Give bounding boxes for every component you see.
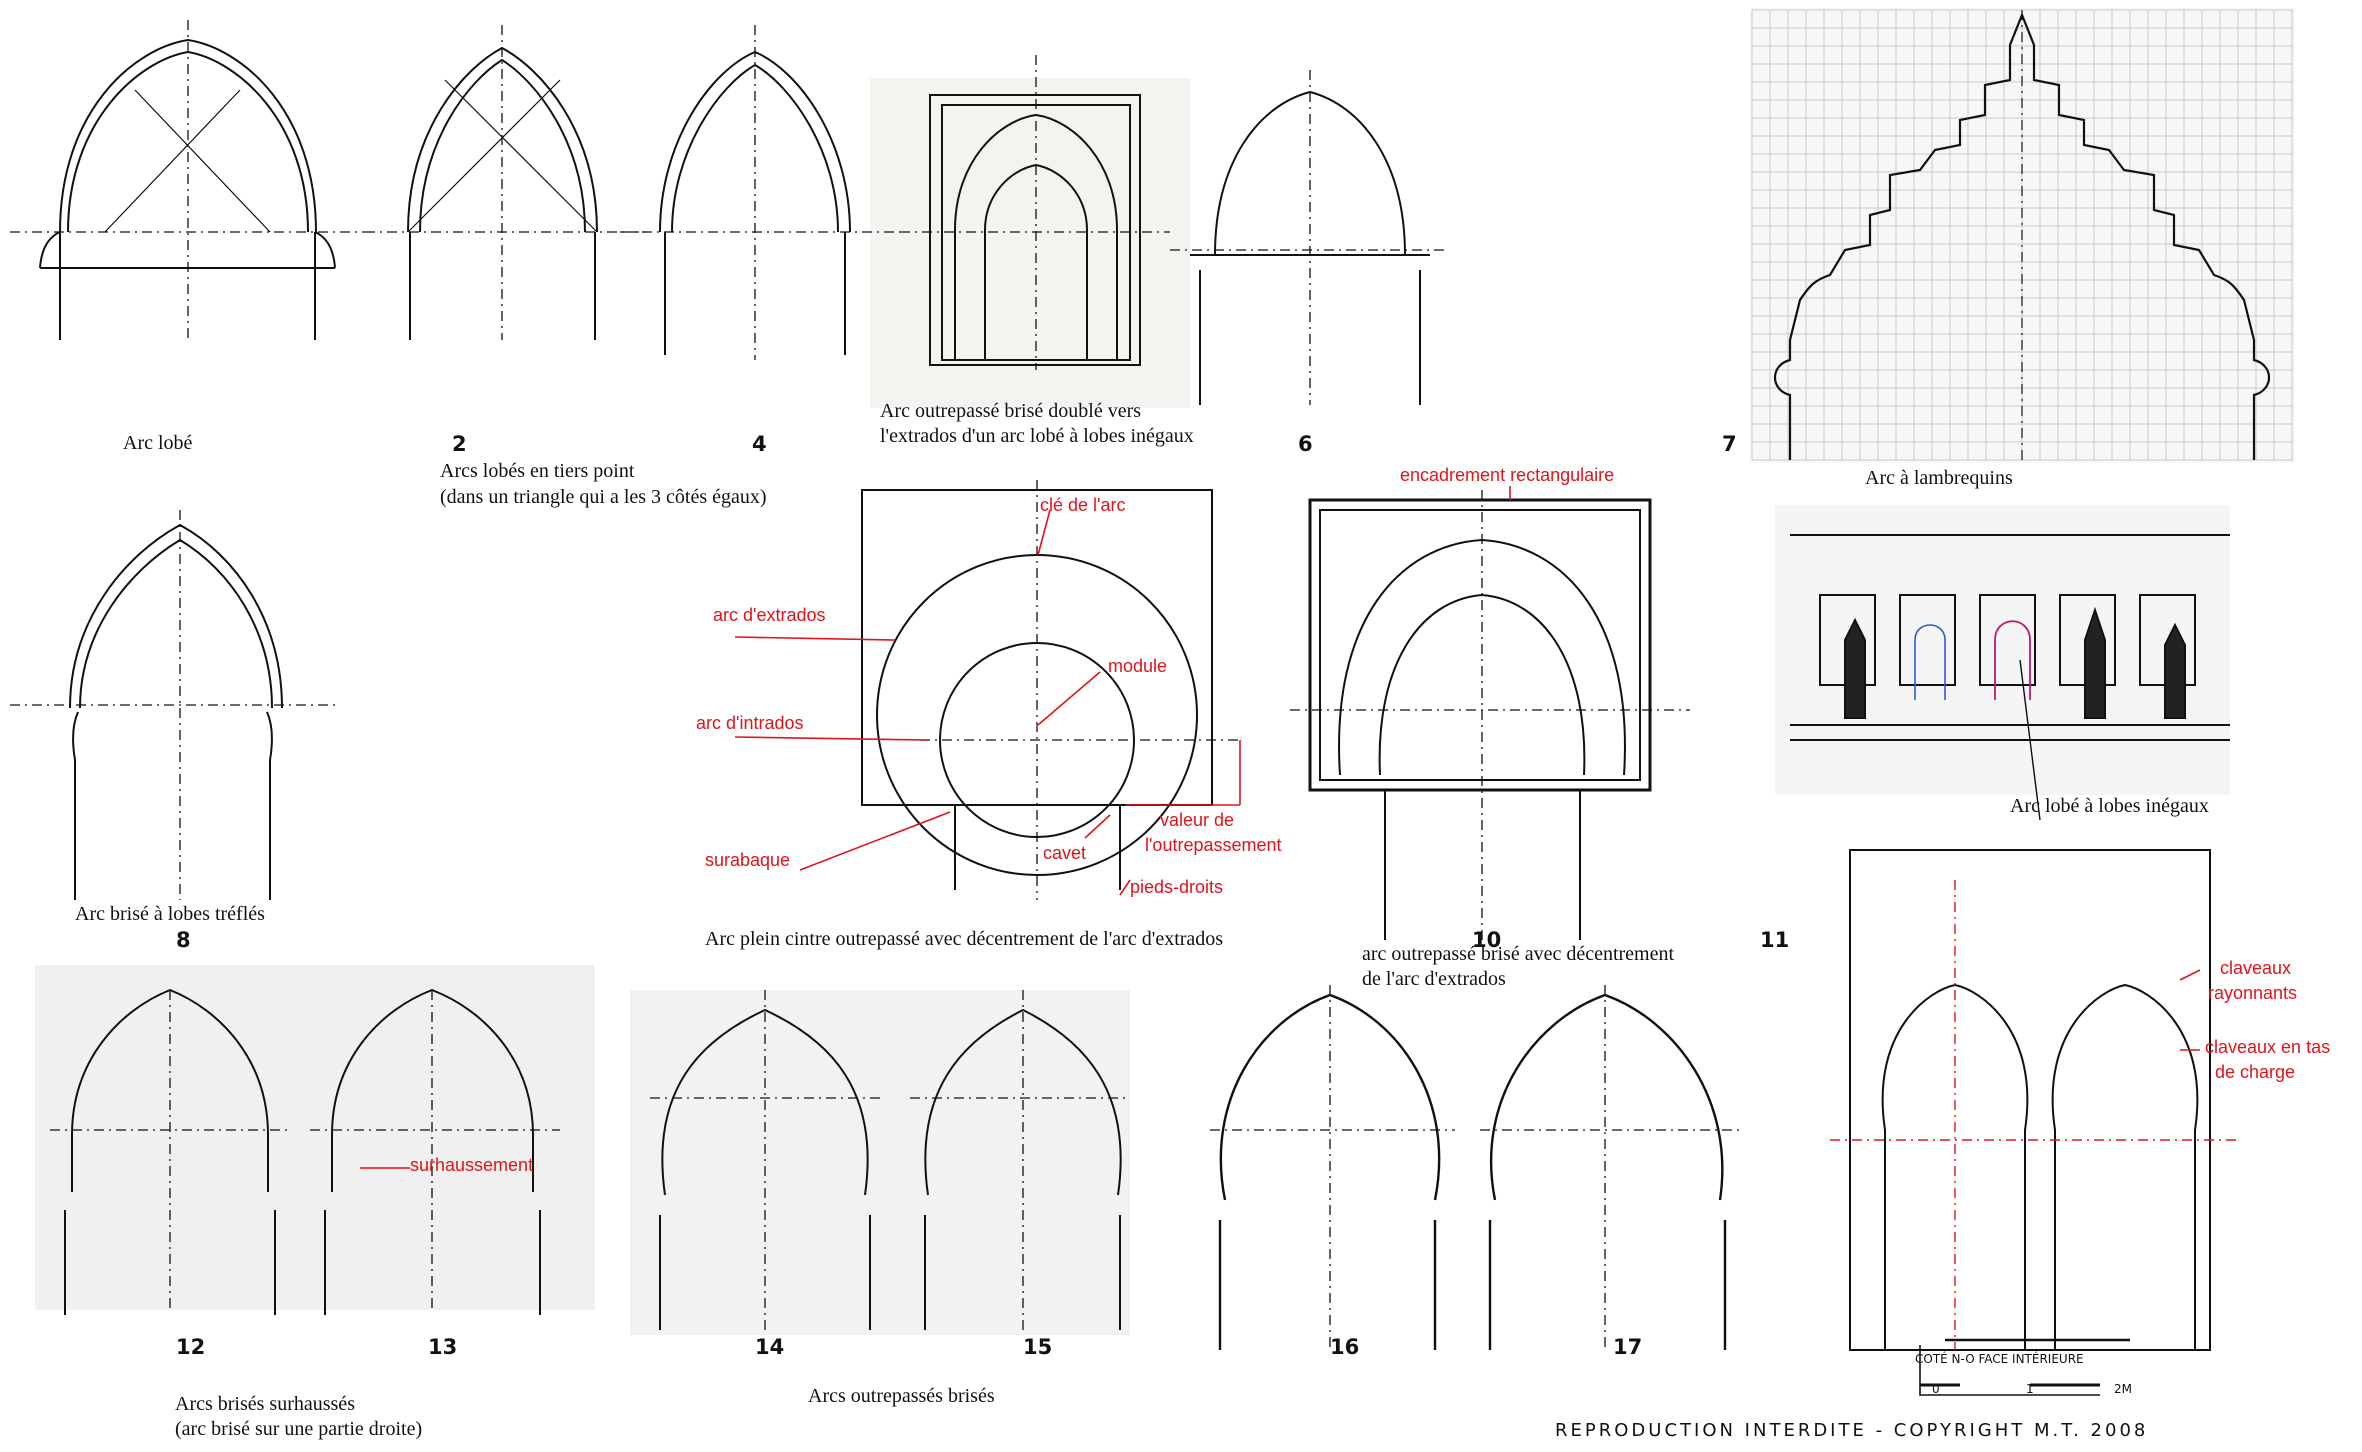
annotation-cavet: cavet xyxy=(1043,843,1087,863)
annotation-extrados: arc d'extrados xyxy=(713,605,826,625)
arch-11-red-pointers xyxy=(2179,969,2201,1051)
caption-outrepasse-double-2: l'extrados d'un arc lobé à lobes inégaux xyxy=(880,425,1194,447)
scale-caption: COTÉ N-O FACE INTÉRIEURE xyxy=(1915,1352,2084,1366)
arch-6-lobed xyxy=(1170,70,1445,405)
caption-arcs-lobes-tiers-2: (dans un triangle qui a les 3 côtés égau… xyxy=(440,486,767,508)
arch-8-trefoil xyxy=(10,510,340,900)
arch-5-double xyxy=(900,55,1170,370)
annotation-valeur-1: valeur de xyxy=(1160,810,1235,830)
arch-9-annotation-lines xyxy=(734,509,1241,896)
caption-lobes-inegaux: Arc lobé à lobes inégaux xyxy=(2010,795,2209,817)
panel-lobes-magenta xyxy=(1994,620,2031,700)
arch-11-facade xyxy=(1849,849,2211,1396)
figure-number-10: 10 xyxy=(1472,928,1502,952)
annotation-module: module xyxy=(1108,656,1168,676)
arch-9-plein-cintre xyxy=(861,480,1240,900)
figure-number-17: 17 xyxy=(1613,1335,1643,1359)
annotation-claveaux-r1: claveaux xyxy=(2220,958,2292,978)
caption-lambrequins: Arc à lambrequins xyxy=(1865,467,2013,489)
figure-number-12: 12 xyxy=(176,1335,206,1359)
caption-arcs-lobes-tiers-1: Arcs lobés en tiers point xyxy=(440,460,635,482)
annotation-intrados: arc d'intrados xyxy=(696,713,804,733)
caption-plein-cintre: Arc plein cintre outrepassé avec décentr… xyxy=(705,928,1224,950)
figure-number-4: 4 xyxy=(752,432,767,456)
caption-surhausses-2: (arc brisé sur une partie droite) xyxy=(175,1418,423,1440)
annotation-valeur-2: l'outrepassement xyxy=(1145,835,1282,855)
arch-14-15 xyxy=(650,990,1130,1330)
figure-number-2: 2 xyxy=(452,432,467,456)
figure-number-15: 15 xyxy=(1023,1335,1053,1359)
caption-outrepasse-decentre-1: arc outrepassé brisé avec décentrement xyxy=(1362,943,1675,965)
annotation-claveaux-t2: de charge xyxy=(2215,1062,2296,1082)
caption-surhausses-1: Arcs brisés surhaussés xyxy=(175,1393,355,1415)
arch-16-17 xyxy=(1210,985,1740,1350)
annotation-claveaux-t1: claveaux en tas xyxy=(2205,1037,2331,1057)
figure-number-8: 8 xyxy=(176,928,191,952)
figure-number-13: 13 xyxy=(428,1335,458,1359)
arch-10-decentre xyxy=(1290,490,1690,940)
panel-lobes-blue xyxy=(1914,624,1946,700)
caption-brise-trefles: Arc brisé à lobes tréflés xyxy=(75,903,265,925)
annotation-claveaux-r2: rayonnants xyxy=(2208,983,2298,1003)
caption-arc-lobe: Arc lobé xyxy=(123,432,193,454)
annotation-cle: clé de l'arc xyxy=(1040,495,1126,515)
arch-11-red-guides xyxy=(1830,880,2240,1350)
figure-number-7: 7 xyxy=(1722,432,1737,456)
arch-4-lobed xyxy=(620,25,900,360)
copyright-notice: REPRODUCTION INTERDITE - COPYRIGHT M.T. … xyxy=(1555,1420,2149,1441)
arch-12-13 xyxy=(50,988,560,1315)
scale-0: 0 xyxy=(1932,1382,1940,1396)
scale-1: 1 xyxy=(2026,1382,2034,1396)
caption-outrepasses-brises: Arcs outrepassés brisés xyxy=(808,1385,995,1407)
figure-number-11: 11 xyxy=(1760,928,1790,952)
arch-7-lambrequins xyxy=(1774,10,2270,460)
annotation-pieds: pieds-droits xyxy=(1130,877,1224,897)
panel-lobes-inegaux xyxy=(1790,534,2230,821)
figure-number-6: 6 xyxy=(1298,432,1313,456)
annotation-encadrement: encadrement rectangulaire xyxy=(1400,465,1615,485)
scale-2m: 2M xyxy=(2114,1382,2132,1396)
caption-outrepasse-double-1: Arc outrepassé brisé doublé vers xyxy=(880,400,1142,422)
figure-number-16: 16 xyxy=(1330,1335,1360,1359)
figure-number-14: 14 xyxy=(755,1335,785,1359)
annotation-surabaque: surabaque xyxy=(705,850,791,870)
arch-1-lobed xyxy=(10,20,365,340)
caption-outrepasse-decentre-2: de l'arc d'extrados xyxy=(1362,968,1506,990)
arch-2-lobed-tiers-point xyxy=(365,25,650,340)
annotation-surhaussement: surhaussement xyxy=(410,1155,534,1175)
